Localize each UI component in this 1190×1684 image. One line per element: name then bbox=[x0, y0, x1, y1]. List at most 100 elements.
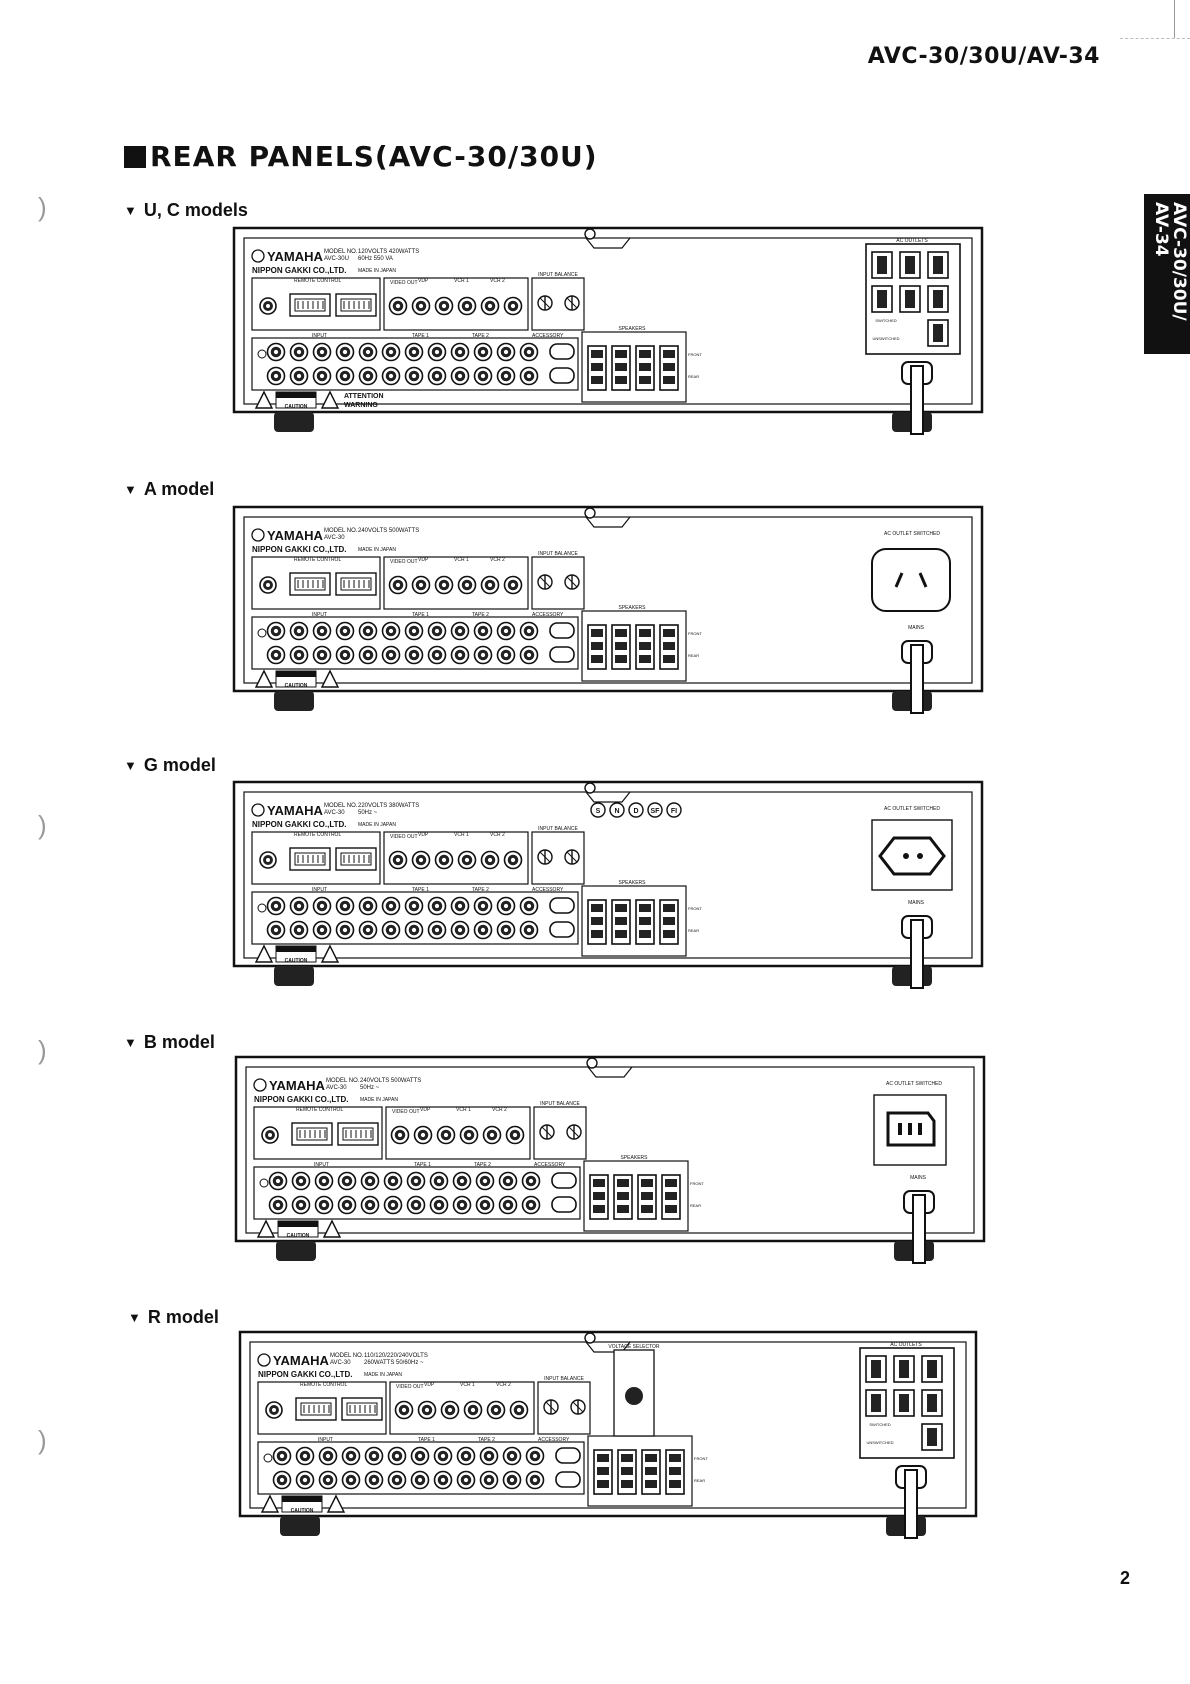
rca-jack-pin bbox=[388, 628, 394, 634]
switched-label: SWITCHED bbox=[875, 318, 896, 323]
rca-jack-pin bbox=[417, 1477, 423, 1483]
ac-outlet-slot bbox=[877, 256, 887, 274]
side-tab-text: AVC-30/30U/ AV-34 bbox=[1151, 202, 1189, 321]
margin-mark: ) bbox=[38, 1425, 47, 1455]
rca-jack-pin bbox=[516, 1407, 522, 1413]
rca-jack-pin bbox=[526, 652, 532, 658]
balance-section bbox=[531, 556, 585, 610]
section-title-text: REAR PANELS(AVC-30/30U) bbox=[150, 140, 598, 173]
rear-label: REAR bbox=[688, 928, 699, 933]
rca-jack-pin bbox=[526, 373, 532, 379]
rca-jack-pin bbox=[275, 1202, 281, 1208]
mains-label: MAINS bbox=[908, 900, 925, 906]
made-in-text: MADE IN JAPAN bbox=[358, 822, 396, 828]
speaker-terminal-clip bbox=[617, 1192, 629, 1200]
top-notch bbox=[585, 237, 631, 249]
triangle-down-icon: ▼ bbox=[124, 203, 137, 218]
rca-jack-pin bbox=[434, 628, 440, 634]
rca-jack-pin bbox=[480, 628, 486, 634]
knob-line bbox=[566, 851, 578, 863]
video-section bbox=[383, 556, 529, 610]
vcr1-label: VCR 1 bbox=[454, 832, 469, 838]
connector-pins bbox=[294, 577, 326, 591]
rca-jack-pin bbox=[319, 628, 325, 634]
speakers-label: SPEAKERS bbox=[619, 326, 647, 332]
speaker-terminal-clip bbox=[597, 1467, 609, 1475]
speaker-terminal-clip bbox=[615, 655, 627, 663]
speaker-terminal-clip bbox=[639, 904, 651, 912]
foot-left bbox=[274, 691, 314, 711]
mains-label: MAINS bbox=[910, 1175, 927, 1181]
rca-jack-pin bbox=[418, 857, 424, 863]
section-bullet-icon bbox=[124, 145, 146, 168]
speaker-terminal-clip bbox=[591, 363, 603, 371]
top-notch bbox=[585, 1341, 631, 1353]
company-name: NIPPON GAKKI CO.,LTD. bbox=[254, 1095, 349, 1104]
vdp-label: VDP bbox=[424, 1382, 435, 1388]
model-label-r: ▼ R model bbox=[128, 1307, 219, 1328]
approval-mark-text: D bbox=[633, 808, 638, 815]
speaker-terminal-clip bbox=[639, 363, 651, 371]
input-balance-label: INPUT BALANCE bbox=[538, 551, 578, 557]
attention-label: ATTENTION bbox=[344, 393, 384, 400]
yamaha-logo-icon bbox=[257, 1353, 271, 1367]
model-no-value: AVC-30 bbox=[324, 535, 345, 541]
speaker-terminal-clip bbox=[615, 642, 627, 650]
approval-mark-text: SF bbox=[651, 808, 661, 815]
rca-jack-pin bbox=[463, 1453, 469, 1459]
chassis-inner bbox=[243, 516, 973, 684]
connector-pins bbox=[340, 577, 372, 591]
accessory-loop-icon bbox=[555, 1447, 581, 1464]
speaker-section bbox=[583, 1160, 689, 1232]
screw-icon bbox=[584, 1332, 596, 1344]
ac-outlet-socket-a bbox=[871, 548, 951, 612]
approval-mark-icon bbox=[647, 802, 663, 818]
caution-label: CAUTION bbox=[287, 1233, 310, 1239]
video-section bbox=[383, 831, 529, 885]
rca-jack-pin bbox=[457, 652, 463, 658]
ratings-text-2: 50Hz ~ bbox=[360, 1085, 380, 1091]
triangle-down-icon: ▼ bbox=[124, 1035, 137, 1050]
speaker-terminal-clip bbox=[663, 629, 675, 637]
rca-jack-pin bbox=[273, 652, 279, 658]
ratings-text: 110/120/220/240VOLTS bbox=[364, 1353, 428, 1359]
input-balance-label: INPUT BALANCE bbox=[544, 1376, 584, 1382]
exclamation-warning-icon bbox=[326, 1494, 346, 1513]
input-balance-label: INPUT BALANCE bbox=[538, 272, 578, 278]
chassis-outline bbox=[232, 226, 984, 414]
speaker-terminal-clip bbox=[591, 350, 603, 358]
caution-box-band bbox=[278, 1221, 318, 1227]
remote-control-label: REMOTE CONTROL bbox=[294, 278, 341, 284]
video-section bbox=[389, 1381, 535, 1435]
unswitched-label: UNSWITCHED bbox=[866, 1440, 893, 1445]
mains-cable bbox=[904, 1469, 918, 1539]
brand-name: YAMAHA bbox=[267, 528, 323, 543]
rca-jack-pin bbox=[411, 349, 417, 355]
connector-pins bbox=[346, 1402, 378, 1416]
rca-jack-pin bbox=[503, 349, 509, 355]
balance-section bbox=[533, 1106, 587, 1160]
rca-jack-pin bbox=[266, 304, 270, 308]
speaker-terminal-clip bbox=[593, 1192, 605, 1200]
ac-outlet-slot bbox=[905, 256, 915, 274]
approval-mark-icon bbox=[628, 802, 644, 818]
rca-jack-pin bbox=[464, 582, 470, 588]
model-label-b: ▼ B model bbox=[124, 1032, 215, 1053]
rca-jack-pin bbox=[480, 652, 486, 658]
yamaha-logo-icon bbox=[251, 528, 265, 542]
rear-label: REAR bbox=[690, 1203, 701, 1208]
margin-mark: ) bbox=[38, 192, 47, 222]
brand-name: YAMAHA bbox=[267, 249, 323, 264]
chassis-inner bbox=[243, 791, 973, 959]
rca-jack-pin bbox=[418, 582, 424, 588]
ac-outlets-label: AC OUTLETS bbox=[890, 1342, 922, 1348]
remote-control-label: REMOTE CONTROL bbox=[294, 557, 341, 563]
brand-name: YAMAHA bbox=[267, 803, 323, 818]
vcr1-label: VCR 1 bbox=[456, 1107, 471, 1113]
speakers-label: SPEAKERS bbox=[619, 605, 647, 611]
rca-jack-pin bbox=[457, 349, 463, 355]
speaker-terminal-clip bbox=[615, 629, 627, 637]
rca-jack-pin bbox=[434, 903, 440, 909]
